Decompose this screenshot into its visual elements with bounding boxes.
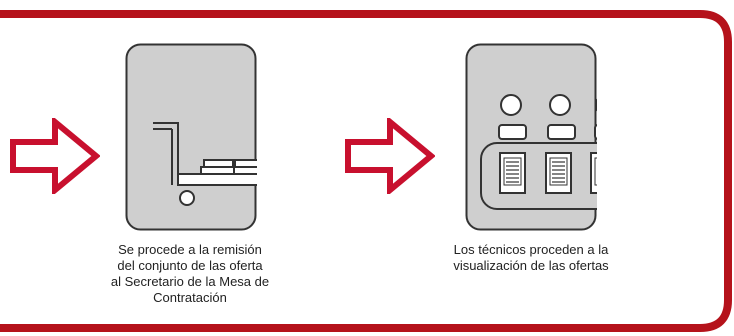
caption-line: Los técnicos proceden a la bbox=[453, 242, 609, 257]
right-arrow-icon bbox=[345, 118, 435, 194]
caption-line: Se procede a la remisión bbox=[118, 242, 262, 257]
caption-line: del conjunto de las oferta bbox=[117, 258, 263, 273]
document-icon bbox=[545, 152, 572, 194]
cart-icon bbox=[125, 43, 257, 231]
right-arrow-icon bbox=[10, 118, 100, 194]
step-2-caption: Los técnicos proceden a la visualización… bbox=[436, 242, 626, 274]
caption-line: Contratación bbox=[153, 290, 227, 305]
step-1-caption: Se procede a la remisión del conjunto de… bbox=[110, 242, 270, 306]
document-icon bbox=[590, 152, 597, 194]
caption-line: visualización de las ofertas bbox=[453, 258, 609, 273]
document-icon bbox=[499, 152, 526, 194]
caption-line: al Secretario de la Mesa de bbox=[110, 274, 270, 289]
technicians-documents-icon bbox=[465, 43, 597, 231]
